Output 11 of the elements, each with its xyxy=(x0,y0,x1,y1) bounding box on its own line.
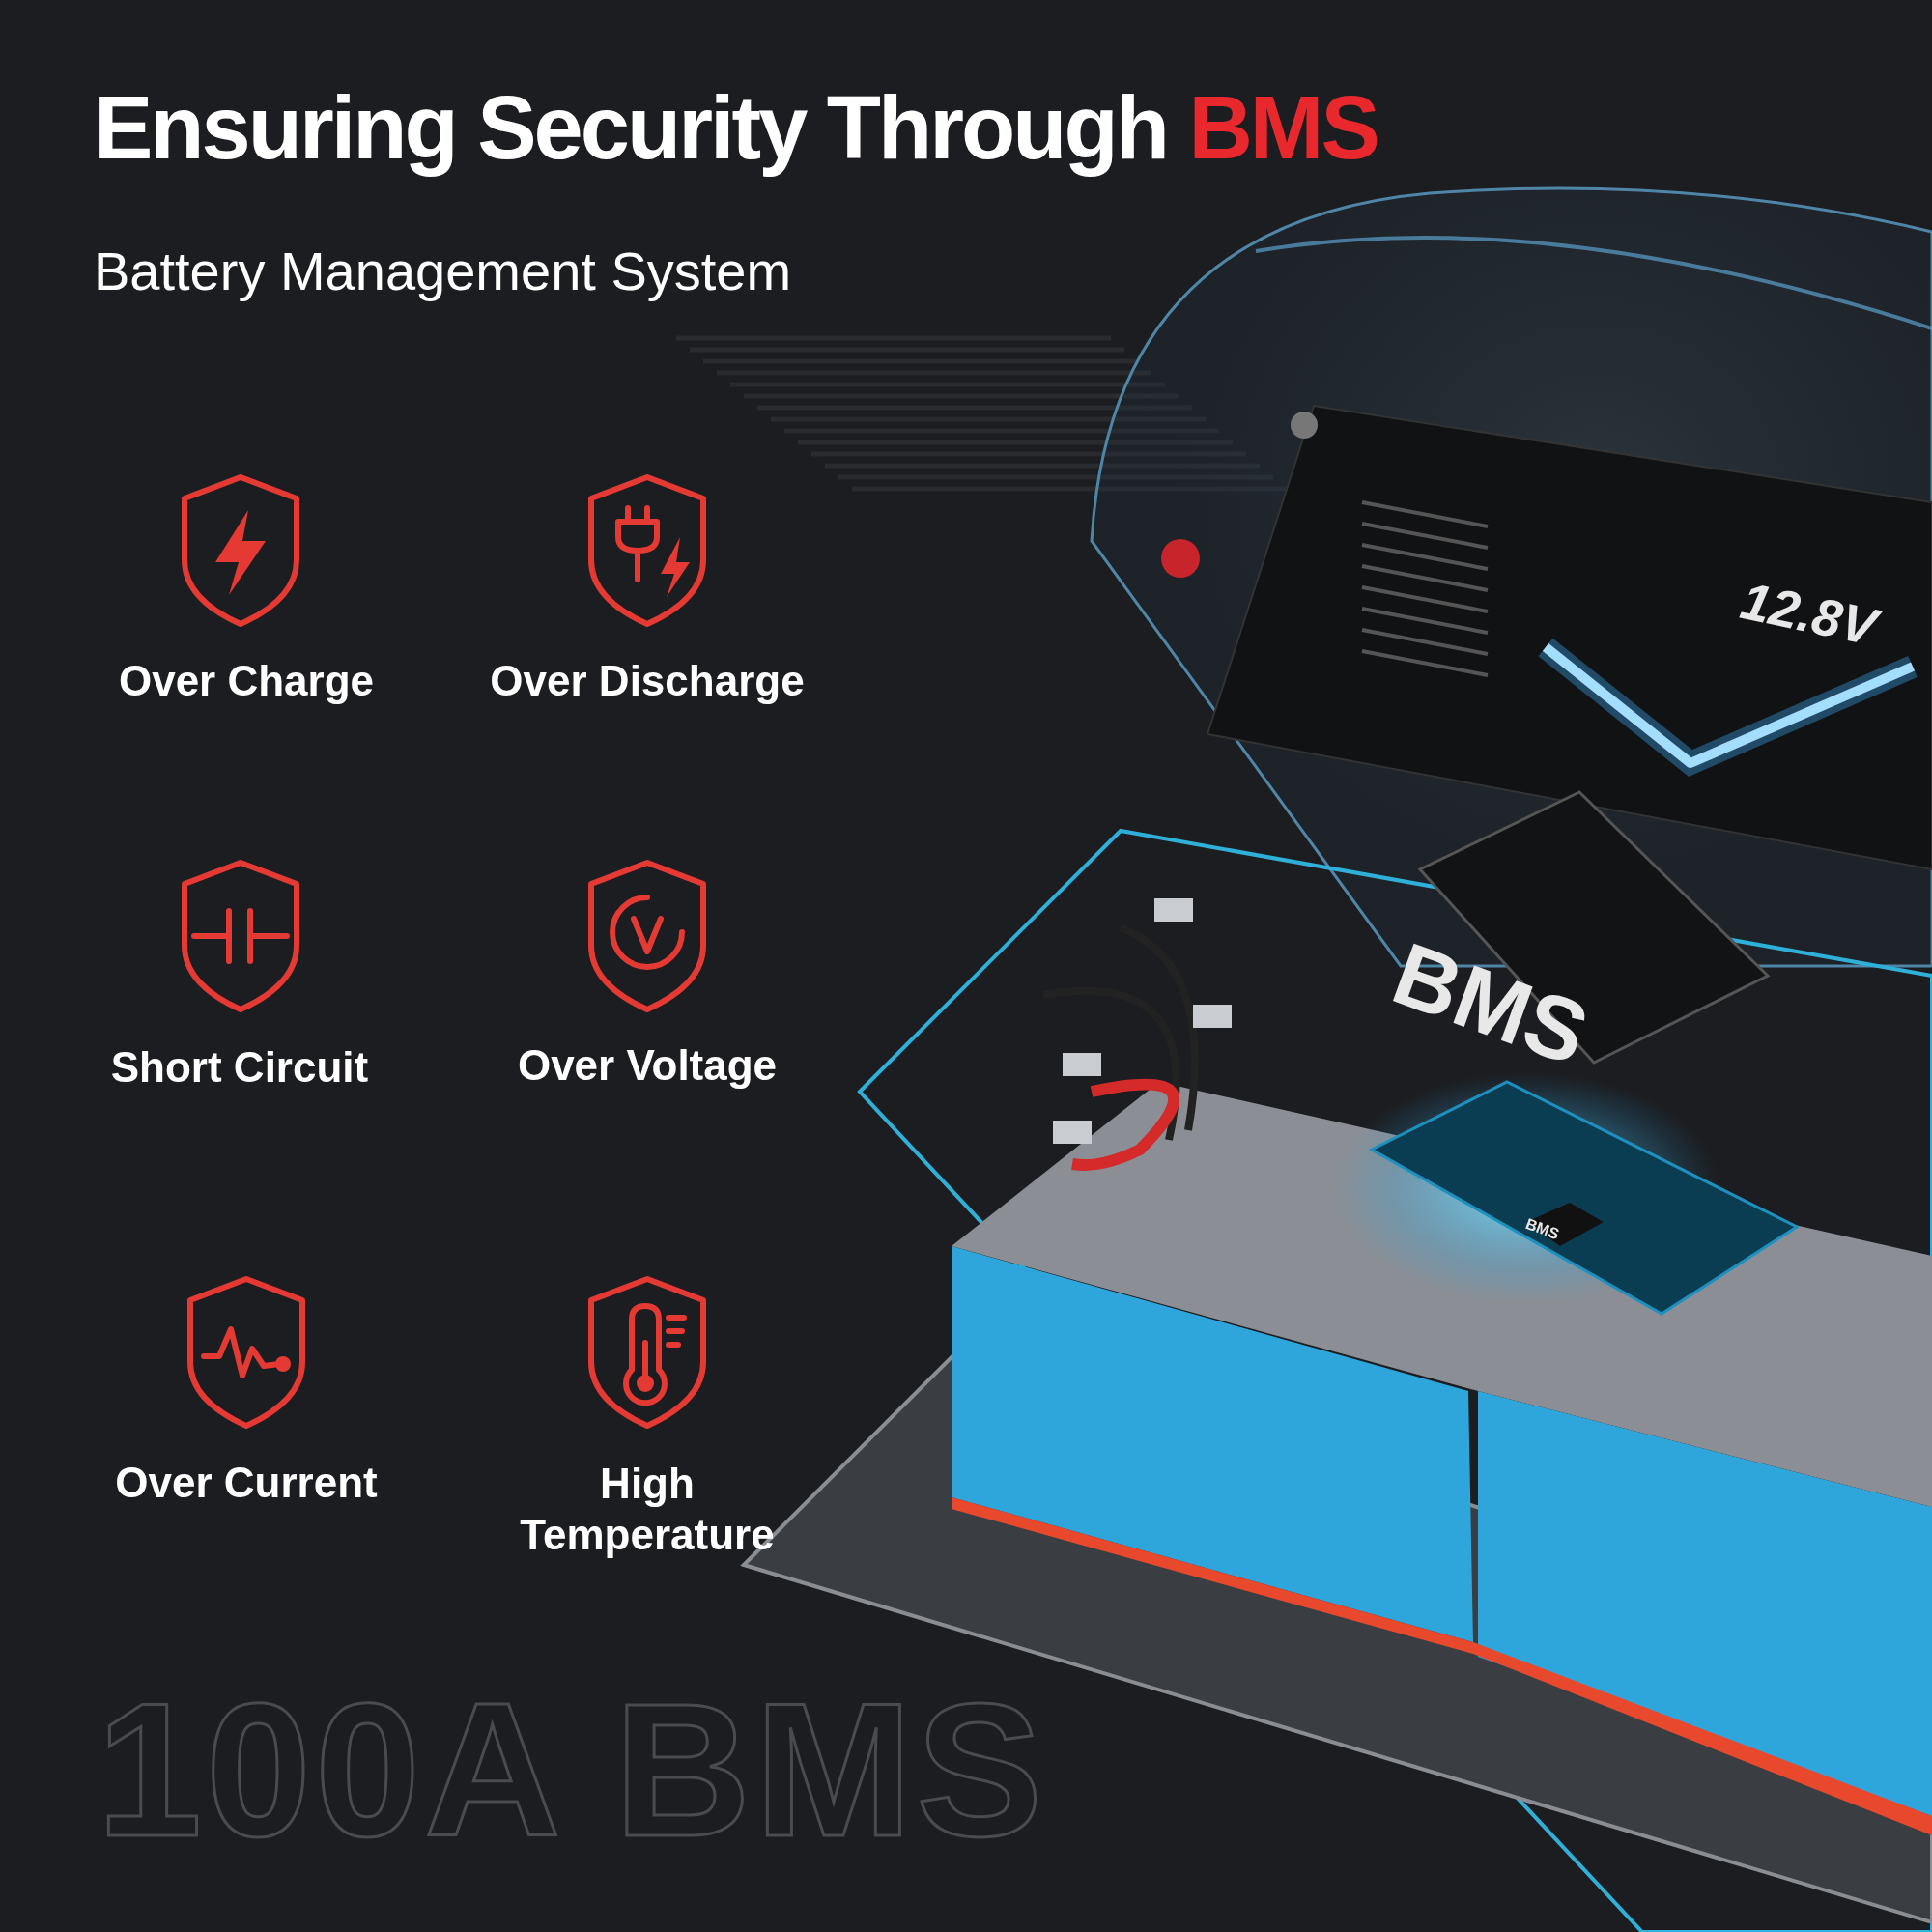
chip-label: BMS xyxy=(1522,1215,1562,1244)
chip-label: BMS xyxy=(1380,923,1602,1086)
feature-label: Over Current xyxy=(114,1459,379,1507)
feature-label: Over Discharge xyxy=(489,657,806,705)
feature-label: Over Charge xyxy=(117,657,376,705)
feature-label: Short Circuit xyxy=(109,1043,370,1092)
subtitle: Battery Management System xyxy=(94,240,792,302)
feature-label: High Temperature xyxy=(519,1459,776,1560)
feature-label: Over Voltage xyxy=(516,1041,779,1090)
title: Ensuring Security Through BMS xyxy=(94,77,1378,179)
voltage-label: 12.8V xyxy=(1736,570,1883,657)
